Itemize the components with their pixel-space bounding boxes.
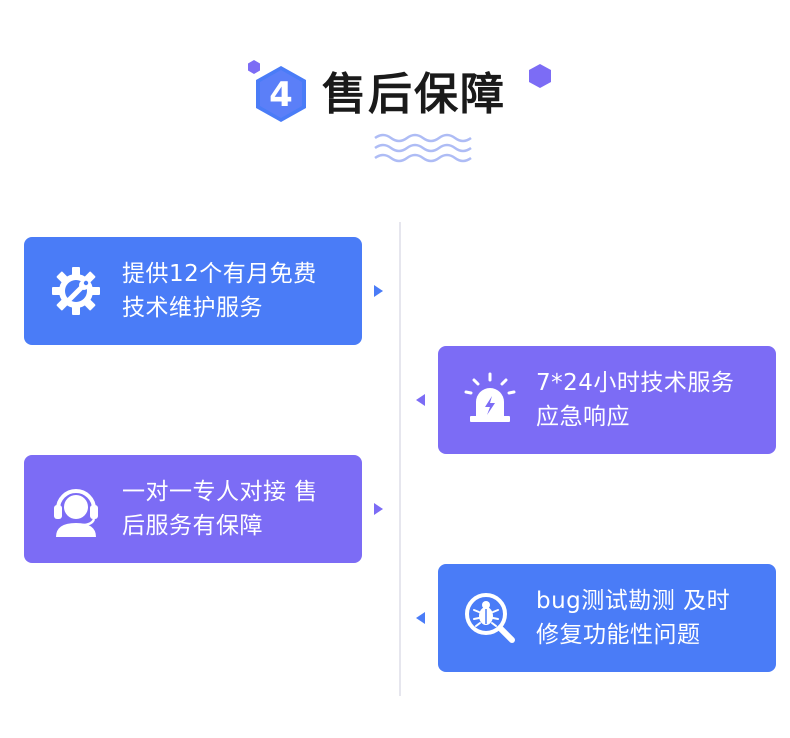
card-line-1: 7*24小时技术服务 (536, 370, 735, 396)
service-card-maintenance: 提供12个有月免费 技术维护服务 (24, 237, 362, 345)
right-arrow-icon (374, 285, 383, 297)
badge-number: 4 (269, 75, 293, 115)
card-text: 7*24小时技术服务 应急响应 (536, 366, 764, 434)
section-header: 4 售后保障 (0, 0, 790, 200)
hexagon-icon (529, 64, 551, 88)
card-line-1: 一对一专人对接 售 (122, 479, 318, 505)
left-arrow-icon (416, 394, 425, 406)
card-line-2: 技术维护服务 (122, 295, 263, 321)
small-hexagon-icon (248, 60, 260, 74)
alarm-siren-icon (464, 372, 516, 422)
gear-wrench-icon (52, 267, 100, 315)
service-card-emergency: 7*24小时技术服务 应急响应 (438, 346, 776, 454)
page-title: 售后保障 (322, 69, 506, 120)
service-card-dedicated-support: 一对一专人对接 售 后服务有保障 (24, 455, 362, 563)
right-arrow-icon (374, 503, 383, 515)
service-card-bug-fix: bug测试勘测 及时 修复功能性问题 (438, 564, 776, 672)
headset-support-icon (54, 489, 98, 537)
card-line-2: 应急响应 (536, 404, 630, 430)
timeline-divider (399, 222, 401, 696)
number-badge: 4 (256, 66, 306, 122)
left-arrow-icon (416, 612, 425, 624)
card-text: bug测试勘测 及时 修复功能性问题 (536, 584, 764, 652)
card-text: 一对一专人对接 售 后服务有保障 (122, 475, 350, 543)
card-line-2: 修复功能性问题 (536, 622, 701, 648)
card-line-1: 提供12个有月免费 (122, 261, 317, 287)
card-text: 提供12个有月免费 技术维护服务 (122, 257, 350, 325)
card-line-1: bug测试勘测 及时 (536, 588, 731, 614)
card-line-2: 后服务有保障 (122, 513, 263, 539)
bug-search-icon (465, 593, 515, 643)
wave-decoration-icon (374, 133, 472, 163)
